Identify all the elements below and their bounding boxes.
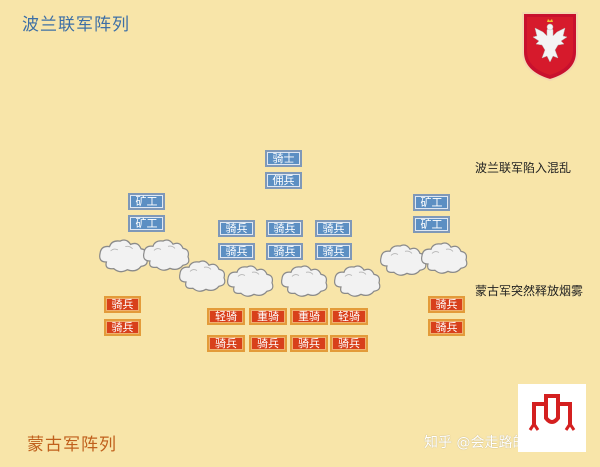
mongol-light-cavalry-unit-1: 轻骑 — [207, 308, 245, 325]
mongol-cavalry-unit-left-1: 骑兵 — [104, 296, 141, 313]
polish-mercenary-unit: 佣兵 — [265, 172, 302, 189]
mongol-cavalry-unit-rear-4: 骑兵 — [330, 335, 368, 352]
polish-cavalry-unit-1: 骑兵 — [218, 220, 255, 237]
polish-miner-unit-left-1: 矿工 — [128, 193, 165, 210]
mongol-light-cavalry-unit-2: 轻骑 — [330, 308, 368, 325]
polish-miner-unit-right-2: 矿工 — [413, 216, 450, 233]
polish-cavalry-unit-6: 骑兵 — [315, 243, 352, 260]
mongol-cavalry-unit-right-2: 骑兵 — [428, 319, 465, 336]
polish-cavalry-unit-3: 骑兵 — [315, 220, 352, 237]
polish-miner-unit-left-2: 矿工 — [128, 215, 165, 232]
smoke-cloud-3 — [178, 260, 226, 292]
polish-knight-unit: 骑士 — [265, 150, 302, 167]
polish-cavalry-unit-5: 骑兵 — [266, 243, 303, 260]
mongol-cavalry-unit-left-2: 骑兵 — [104, 319, 141, 336]
polish-chaos-annotation: 波兰联军陷入混乱 — [475, 161, 572, 175]
mongol-smoke-annotation: 蒙古军突然释放烟雾 — [475, 284, 584, 298]
polish-army-title: 波兰联军阵列 — [22, 15, 130, 35]
mongol-heavy-cavalry-unit-1: 重骑 — [249, 308, 287, 325]
polish-eagle-crest-icon — [522, 12, 578, 82]
zhihu-watermark: 知乎 @会走路的肉 — [424, 435, 541, 451]
mongol-cavalry-unit-rear-2: 骑兵 — [249, 335, 287, 352]
mongol-army-title: 蒙古军阵列 — [27, 435, 117, 455]
smoke-cloud-1 — [99, 239, 148, 273]
smoke-cloud-7 — [379, 244, 427, 276]
smoke-cloud-5 — [280, 265, 328, 297]
mongol-cavalry-unit-rear-1: 骑兵 — [207, 335, 245, 352]
polish-cavalry-unit-4: 骑兵 — [218, 243, 255, 260]
mongol-heavy-cavalry-unit-2: 重骑 — [290, 308, 328, 325]
scale-logo-icon — [528, 394, 576, 431]
mongol-cavalry-unit-right-1: 骑兵 — [428, 296, 465, 313]
polish-cavalry-unit-2: 骑兵 — [266, 220, 303, 237]
smoke-cloud-4 — [226, 265, 274, 297]
logo-panel — [518, 384, 586, 452]
smoke-cloud-2 — [142, 239, 190, 271]
smoke-cloud-6 — [333, 265, 381, 297]
smoke-cloud-8 — [420, 242, 468, 274]
mongol-cavalry-unit-rear-3: 骑兵 — [290, 335, 328, 352]
polish-miner-unit-right-1: 矿工 — [413, 194, 450, 211]
